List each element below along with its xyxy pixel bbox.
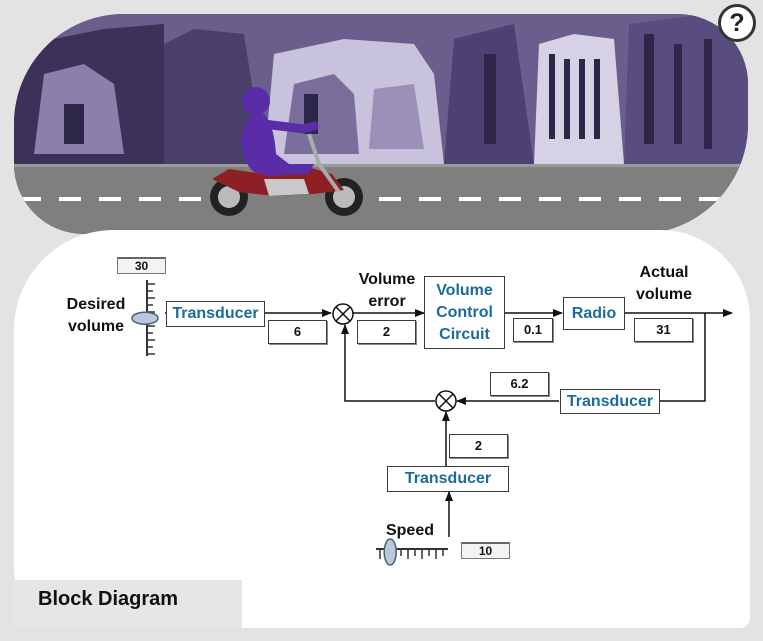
transducer-feedback-block: Transducer <box>560 389 660 414</box>
desired-volume-value: 30 <box>117 257 166 274</box>
desired-volume-label: Desired volume <box>66 296 126 335</box>
speed-value: 10 <box>461 542 510 559</box>
control-signal-value: 0.1 <box>513 318 553 342</box>
speed-slider-knob <box>383 538 397 566</box>
volume-error-label: Volume error <box>358 271 416 310</box>
radio-block: Radio <box>563 297 625 330</box>
diagram-panel <box>14 230 750 628</box>
footer-bar <box>14 580 242 628</box>
speed-signal-value: 2 <box>449 434 508 458</box>
desired-signal-value: 6 <box>268 320 327 344</box>
summing-junction-2 <box>435 390 457 412</box>
error-signal-value: 2 <box>357 320 416 344</box>
feedback-signal-value: 6.2 <box>490 372 549 396</box>
motorcycle-rider-icon <box>210 87 363 216</box>
actual-volume-value: 31 <box>634 318 693 342</box>
transducer-speed-block: Transducer <box>387 466 509 492</box>
summing-junction-1 <box>332 303 354 325</box>
speed-slider[interactable] <box>376 538 448 566</box>
volume-control-circuit-block: Volume Control Circuit <box>424 276 505 349</box>
wire-output-feedback <box>659 313 706 402</box>
desired-volume-slider[interactable] <box>131 280 159 356</box>
wire-sum2-to-sum1 <box>341 324 435 402</box>
street-scene <box>14 14 748 234</box>
actual-volume-label: Actual volume <box>635 264 692 303</box>
transducer-input-block: Transducer <box>166 301 265 327</box>
street-illustration <box>14 14 748 234</box>
page-title: Block Diagram <box>38 588 179 610</box>
speed-label: Speed <box>385 522 434 539</box>
help-button[interactable]: ? <box>718 4 756 42</box>
desired-volume-slider-knob <box>131 311 159 325</box>
